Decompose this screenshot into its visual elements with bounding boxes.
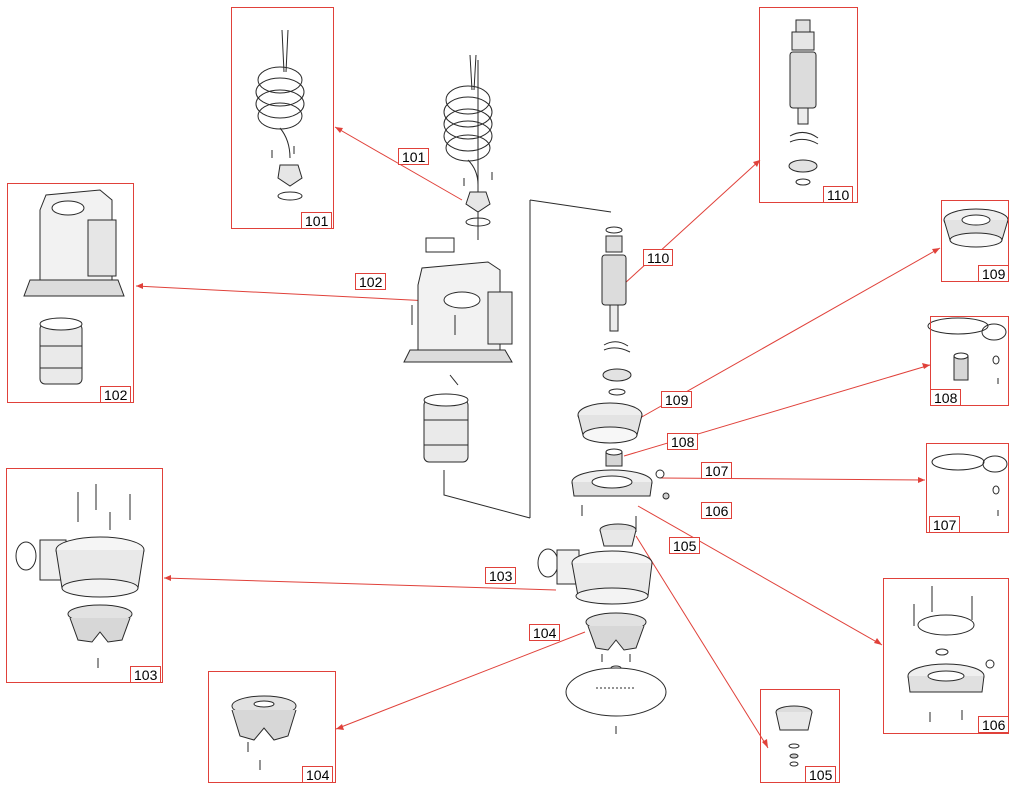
callout-label-103: 103	[130, 666, 162, 683]
callout-label-109: 109	[978, 265, 1009, 282]
callout-box-103	[6, 468, 163, 683]
main-label-109: 109	[661, 391, 693, 408]
callout-box-101	[231, 7, 334, 229]
main-label-106: 106	[701, 502, 733, 519]
leader-102	[135, 285, 431, 302]
callout-label-101: 101	[301, 212, 333, 229]
callout-box-106	[883, 578, 1009, 734]
main-label-110: 110	[643, 249, 674, 266]
callout-box-104	[208, 671, 336, 783]
main-label-108: 108	[667, 433, 699, 450]
leader-106	[637, 505, 883, 646]
callout-label-106: 106	[978, 716, 1009, 733]
leader-109	[639, 247, 941, 419]
main-label-105: 105	[669, 537, 701, 554]
leader-103	[163, 577, 557, 591]
callout-box-105	[760, 689, 840, 783]
callout-label-108: 108	[930, 389, 962, 406]
callout-box-110	[759, 7, 858, 203]
callout-label-105: 105	[805, 766, 837, 783]
main-label-103: 103	[485, 567, 517, 584]
main-label-107: 107	[701, 462, 733, 479]
callout-label-102: 102	[100, 386, 132, 403]
leader-105	[635, 535, 769, 749]
callout-label-104: 104	[302, 766, 334, 783]
callout-label-107: 107	[929, 516, 961, 533]
main-label-104: 104	[529, 624, 561, 641]
leader-104	[335, 631, 586, 730]
leader-107	[659, 477, 926, 481]
callout-box-102	[7, 183, 134, 403]
callout-label-110: 110	[823, 186, 854, 203]
main-label-102: 102	[355, 273, 387, 290]
main-label-101: 101	[398, 148, 430, 165]
